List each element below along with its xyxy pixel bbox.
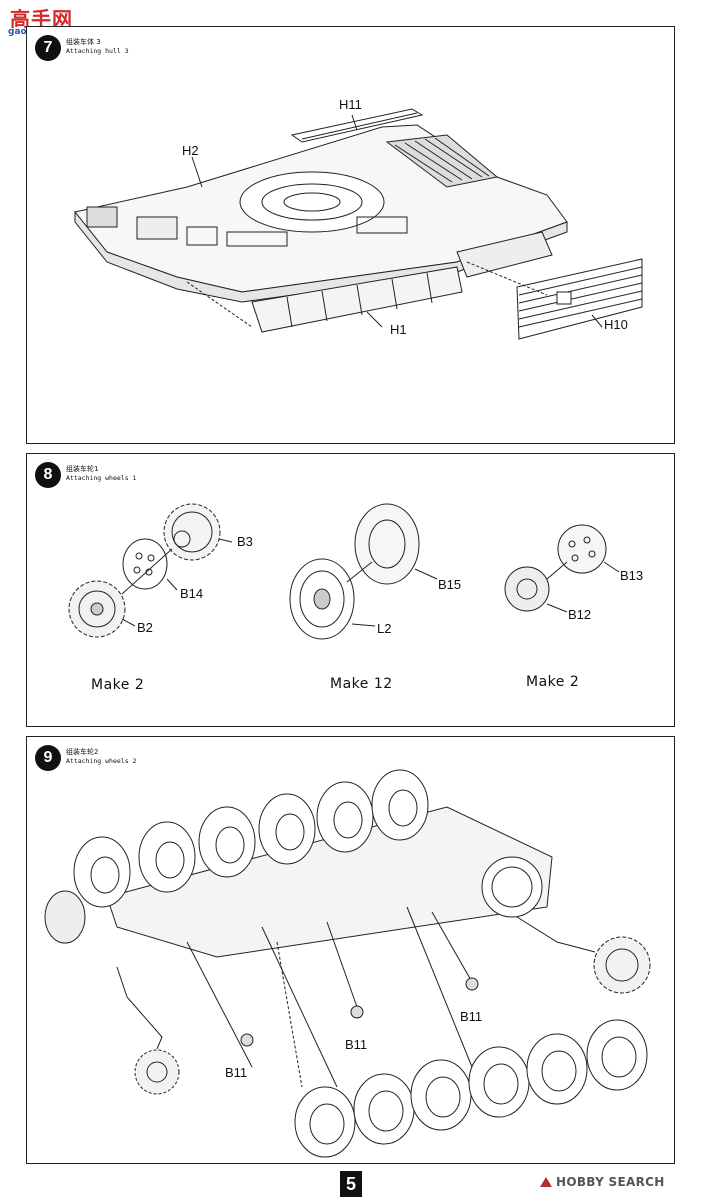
step-9-title-cn: 组装车轮2 <box>66 748 99 756</box>
label-b14: B14 <box>180 586 204 601</box>
label-h11: H11 <box>339 97 362 112</box>
step-8-title-en: Attaching wheels 1 <box>66 474 137 482</box>
step-9-number: 9 <box>35 745 61 771</box>
make-count-idler: Make 2 <box>526 674 580 690</box>
source-text: HOBBY SEARCH <box>556 1175 665 1189</box>
label-h10: H10 <box>604 317 628 332</box>
make-count-sprocket: Make 2 <box>91 677 145 693</box>
label-b11-middle: B11 <box>345 1037 368 1052</box>
wheels-1-diagram <box>68 503 620 640</box>
step-7-panel: 7 组装车体 3 Attaching hull 3 <box>26 26 675 444</box>
wheels-2-diagram <box>44 769 651 1158</box>
label-b2: B2 <box>137 620 153 635</box>
step-8-number: 8 <box>35 462 61 488</box>
label-h1: H1 <box>390 322 407 337</box>
label-b3: B3 <box>237 534 253 549</box>
step-8-panel: 8 组装车轮1 Attaching wheels 1 <box>26 453 675 727</box>
label-b13: B13 <box>620 568 644 583</box>
hull-diagram <box>74 108 643 340</box>
step-7-title-en: Attaching hull 3 <box>66 47 129 55</box>
step-9-title-en: Attaching wheels 2 <box>66 757 137 765</box>
step-7-number: 7 <box>35 35 61 61</box>
make-count-road-wheel: Make 12 <box>330 676 393 692</box>
source-credit: HOBBY SEARCH <box>540 1175 665 1189</box>
page-number: 5 <box>340 1171 362 1197</box>
step-9-panel: 9 组装车轮2 Attaching wheels 2 <box>26 736 675 1164</box>
label-h2: H2 <box>182 143 199 158</box>
label-b11-right: B11 <box>460 1009 483 1024</box>
hobby-search-logo-icon <box>540 1177 552 1187</box>
label-b11-left: B11 <box>225 1065 248 1080</box>
step-7-title-cn: 组装车体 3 <box>66 38 101 46</box>
label-b15: B15 <box>438 577 462 592</box>
step-8-title-cn: 组装车轮1 <box>66 465 99 473</box>
label-l2: L2 <box>377 621 392 636</box>
label-b12: B12 <box>568 607 592 622</box>
